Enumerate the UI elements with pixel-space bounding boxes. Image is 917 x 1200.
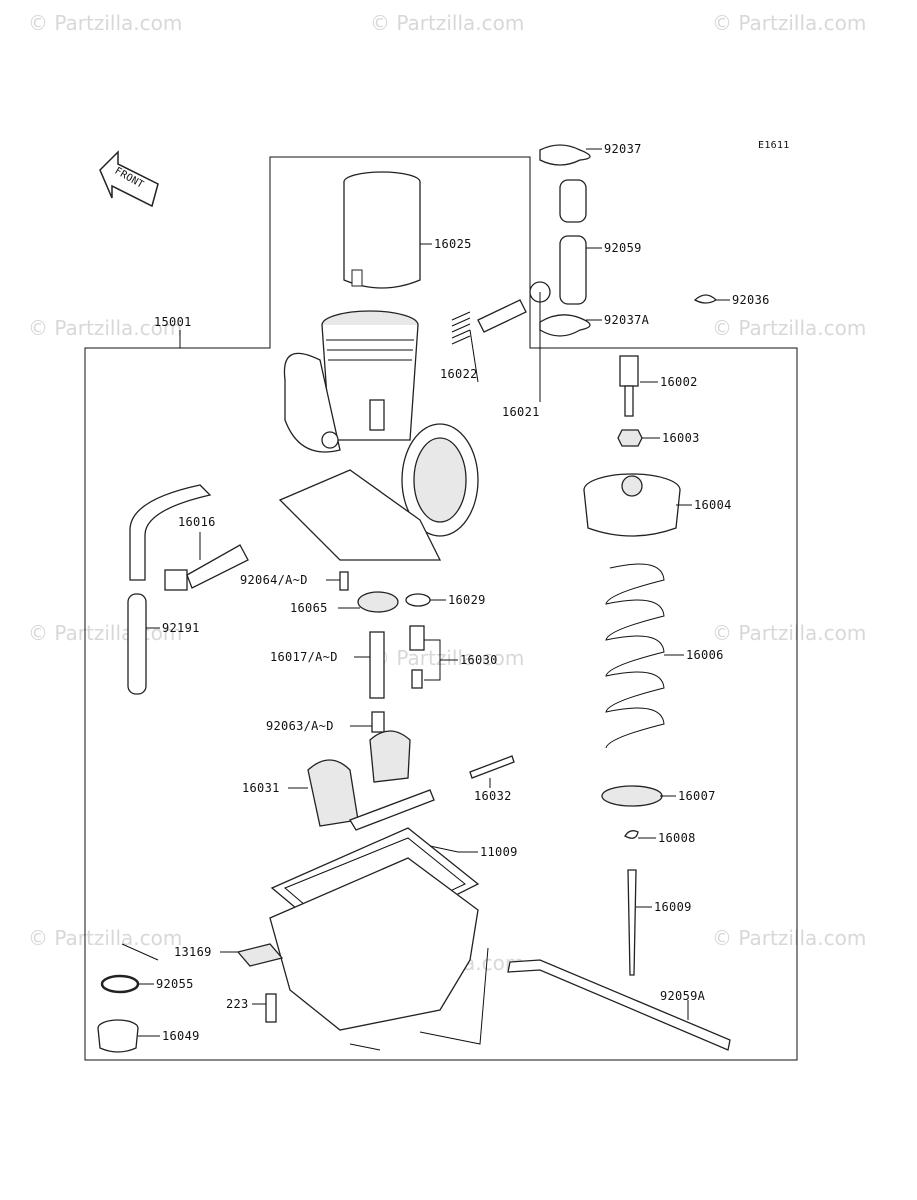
watermark: © Partzilla.com xyxy=(370,646,524,670)
part-16004-top-cap xyxy=(583,473,681,537)
part-92059-tube xyxy=(559,179,587,305)
leader-lines xyxy=(121,148,730,1051)
part-labels: 15001 16025 92037 92059 92036 92037A 160… xyxy=(154,142,770,1043)
part-16007-seat xyxy=(601,785,663,807)
part-92037A-clip xyxy=(539,314,591,337)
label-16032: 16032 xyxy=(474,789,512,803)
watermark: © Partzilla.com xyxy=(28,316,182,340)
watermark: © Partzilla.com xyxy=(712,316,866,340)
label-16065: 16065 xyxy=(290,601,328,615)
label-92064: 92064/A~D xyxy=(240,573,308,587)
label-13169: 13169 xyxy=(174,945,212,959)
label-16008: 16008 xyxy=(658,831,696,845)
label-16016: 16016 xyxy=(178,515,216,529)
label-16009: 16009 xyxy=(654,900,692,914)
diagram-code: E1611 xyxy=(758,140,790,151)
part-16032-pin xyxy=(469,755,515,779)
watermark: © Partzilla.com xyxy=(28,621,182,645)
label-16029: 16029 xyxy=(448,593,486,607)
part-16017-needle-jet xyxy=(369,631,385,699)
label-15001: 15001 xyxy=(154,315,192,329)
part-92055-oring xyxy=(100,974,140,994)
label-16021: 16021 xyxy=(502,405,540,419)
part-16002-adjuster xyxy=(619,355,639,417)
label-11009: 11009 xyxy=(480,845,518,859)
watermark: © Partzilla.com xyxy=(28,926,182,950)
watermark: © Partzilla.com xyxy=(712,926,866,950)
part-223-screw xyxy=(265,993,277,1023)
label-92059: 92059 xyxy=(604,241,642,255)
part-92059A-hose xyxy=(507,959,731,1051)
label-16006: 16006 xyxy=(686,648,724,662)
front-arrow-icon: FRONT xyxy=(99,150,159,208)
watermark: © Partzilla.com xyxy=(370,11,524,35)
part-16022-spring xyxy=(451,311,471,345)
part-92063-jet xyxy=(371,711,385,733)
part-16003-nut xyxy=(617,429,643,447)
part-92191-hose xyxy=(127,484,212,695)
label-223: 223 xyxy=(226,997,249,1011)
assembly-outline xyxy=(84,156,798,1061)
label-16031: 16031 xyxy=(242,781,280,795)
label-92063: 92063/A~D xyxy=(266,719,334,733)
part-16008-clip xyxy=(624,830,639,839)
part-16031-float xyxy=(307,730,435,831)
part-16016-starter xyxy=(164,544,249,591)
label-16025: 16025 xyxy=(434,237,472,251)
part-92064-jet xyxy=(339,571,349,591)
part-16049-plug xyxy=(97,1019,139,1053)
label-92055: 92055 xyxy=(156,977,194,991)
part-16029-washer xyxy=(405,593,431,607)
label-16002: 16002 xyxy=(660,375,698,389)
part-92037-clip xyxy=(539,144,591,166)
watermark: © Partzilla.com xyxy=(712,621,866,645)
watermark: © Partzilla.com xyxy=(712,11,866,35)
label-16003: 16003 xyxy=(662,431,700,445)
label-16022: 16022 xyxy=(440,367,478,381)
part-16065-holder xyxy=(357,591,399,613)
part-15001-carburetor-body xyxy=(278,310,479,561)
label-92036: 92036 xyxy=(732,293,770,307)
label-92059A: 92059A xyxy=(660,989,706,1003)
part-16006-spring xyxy=(605,563,665,749)
label-16004: 16004 xyxy=(694,498,732,512)
part-13169-plate xyxy=(236,943,284,967)
label-92037A: 92037A xyxy=(604,313,650,327)
part-92036-clip xyxy=(693,294,718,304)
label-92191: 92191 xyxy=(162,621,200,635)
label-16007: 16007 xyxy=(678,789,716,803)
label-16030: 16030 xyxy=(460,653,498,667)
part-16009-needle xyxy=(627,869,637,976)
part-16025-sleeve xyxy=(343,171,421,289)
part-16030-jet xyxy=(409,625,425,689)
label-92037: 92037 xyxy=(604,142,642,156)
float-bowl xyxy=(269,857,479,1031)
watermark: © Partzilla.com xyxy=(28,11,182,35)
label-16017: 16017/A~D xyxy=(270,650,338,664)
label-16049: 16049 xyxy=(162,1029,200,1043)
part-16021-screw xyxy=(477,281,551,333)
